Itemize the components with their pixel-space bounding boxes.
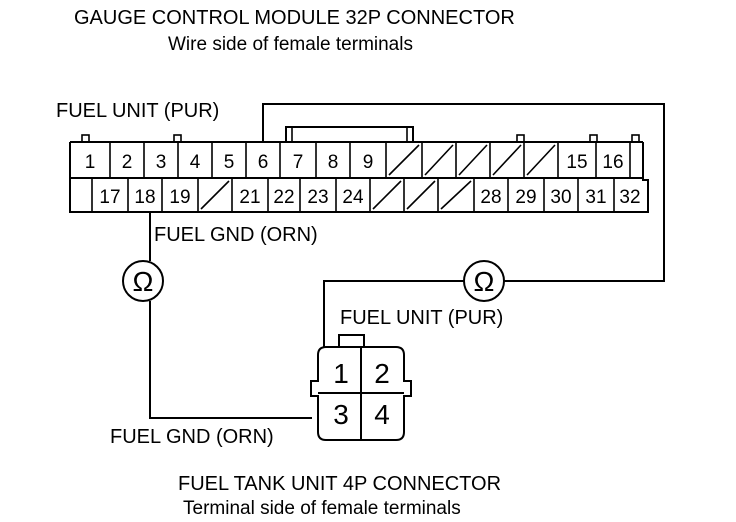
pin-19: 19 xyxy=(169,187,190,208)
pin-4p-2: 2 xyxy=(374,358,390,389)
pin-9: 9 xyxy=(363,152,374,173)
pin-16: 16 xyxy=(602,152,623,173)
pin-4p-4: 4 xyxy=(374,399,390,430)
pin-24: 24 xyxy=(342,187,364,208)
fuel-unit-label-bottom: FUEL UNIT (PUR) xyxy=(340,307,503,329)
pin-3: 3 xyxy=(156,152,167,173)
pin-17: 17 xyxy=(99,187,120,208)
ohm-icon: Ω xyxy=(474,266,495,297)
pin-21: 21 xyxy=(239,187,260,208)
fuel-unit-wire-lower xyxy=(323,280,465,348)
fuel-unit-wire xyxy=(262,103,665,282)
fuel-gnd-label-top: FUEL GND (ORN) xyxy=(154,224,318,246)
pin-23: 23 xyxy=(307,187,328,208)
pin-8: 8 xyxy=(328,152,339,173)
pin-4p-3: 3 xyxy=(333,399,349,430)
ohmmeter-left: Ω xyxy=(122,260,164,302)
pin-18: 18 xyxy=(134,187,155,208)
pin-5: 5 xyxy=(224,152,235,173)
ohm-icon: Ω xyxy=(133,266,154,297)
connector-4p-subtitle: Terminal side of female terminals xyxy=(183,498,461,519)
pin-22: 22 xyxy=(273,187,294,208)
pin-6: 6 xyxy=(258,152,269,173)
pin-2: 2 xyxy=(122,152,133,173)
fuel-unit-label-top: FUEL UNIT (PUR) xyxy=(56,100,219,122)
gauge-connector-32p: 1 2 3 4 5 6 7 8 9 15 16 17 18 19 21 22 2… xyxy=(69,126,649,213)
pin-31: 31 xyxy=(585,187,606,208)
connector-4p-title: FUEL TANK UNIT 4P CONNECTOR xyxy=(178,473,501,495)
pin-15: 15 xyxy=(566,152,587,173)
pin-32: 32 xyxy=(619,187,640,208)
diagram-subtitle: Wire side of female terminals xyxy=(168,34,413,55)
fuel-gnd-wire-lower xyxy=(149,301,312,419)
pin-29: 29 xyxy=(515,187,536,208)
pin-28: 28 xyxy=(480,187,501,208)
pin-4: 4 xyxy=(190,152,201,173)
pin-30: 30 xyxy=(550,187,571,208)
ohmmeter-right: Ω xyxy=(463,260,505,302)
pin-7: 7 xyxy=(293,152,304,173)
pin-1: 1 xyxy=(85,152,96,173)
diagram-title: GAUGE CONTROL MODULE 32P CONNECTOR xyxy=(74,7,515,29)
fuel-tank-connector-4p: 1 2 3 4 xyxy=(310,334,412,441)
pin-4p-1: 1 xyxy=(333,358,349,389)
fuel-gnd-label-bottom: FUEL GND (ORN) xyxy=(110,426,274,448)
